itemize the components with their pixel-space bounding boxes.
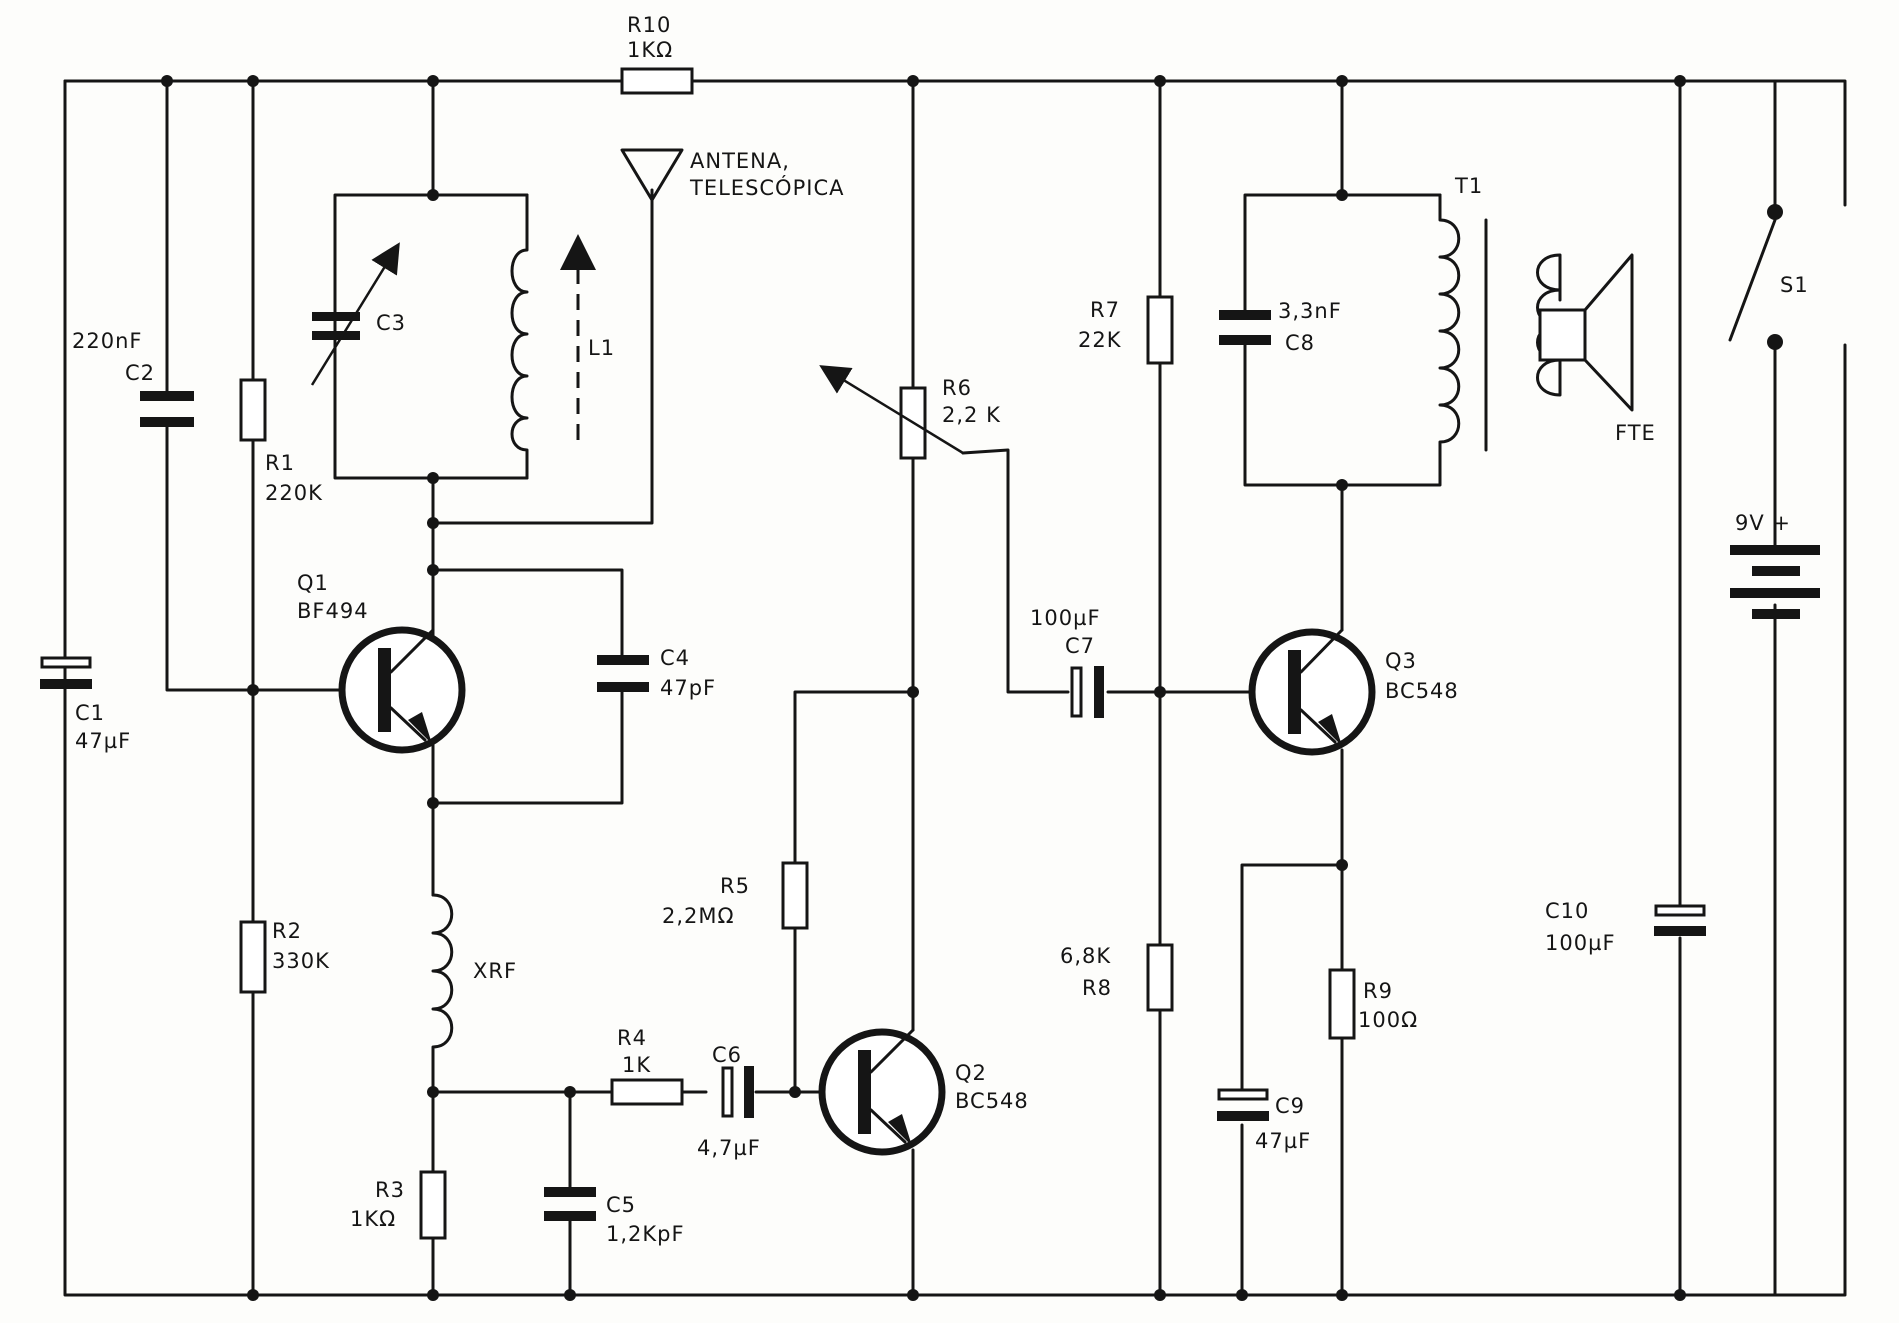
c10-label: C10 — [1545, 899, 1589, 923]
c4-label: C4 — [660, 646, 690, 670]
s1-switch — [1728, 79, 1783, 1297]
q3-emitter-wires — [1240, 748, 1344, 1297]
r7-resistor — [1146, 295, 1174, 365]
r10-value: 1KΩ — [627, 38, 673, 62]
c6-value: 4,7µF — [697, 1136, 761, 1160]
t1-primary-coil — [1340, 193, 1461, 487]
c1-capacitor — [40, 656, 92, 689]
speaker-icon — [1538, 253, 1634, 412]
r2-value: 330K — [272, 949, 330, 973]
r5-value: 2,2MΩ — [662, 904, 735, 928]
r2-resistor — [239, 920, 267, 994]
c6-capacitor — [721, 1066, 754, 1118]
r9-label: R9 — [1363, 979, 1393, 1003]
r4-resistor — [610, 1078, 684, 1106]
r5-label: R5 — [720, 874, 750, 898]
l1-coil — [510, 193, 529, 480]
r2-label: R2 — [272, 919, 302, 943]
r1-value: 220K — [265, 481, 323, 505]
q3-transistor — [1248, 628, 1376, 756]
q1-transistor — [338, 626, 466, 754]
r6-wiper-wire — [961, 448, 1254, 694]
r4-value: 1K — [622, 1053, 651, 1077]
c7-capacitor — [1070, 666, 1104, 718]
c9-capacitor — [1217, 1088, 1269, 1121]
c4-value: 47pF — [660, 676, 716, 700]
q3-type: BC548 — [1385, 679, 1459, 703]
c3-label: C3 — [376, 311, 406, 335]
junction-dots — [161, 75, 1686, 1301]
q3-label: Q3 — [1385, 649, 1417, 673]
c5-value: 1,2KpF — [606, 1222, 685, 1246]
t1-label: T1 — [1454, 174, 1483, 198]
r3-resistor — [419, 1170, 447, 1240]
c5-capacitor — [544, 1187, 596, 1221]
r10-resistor — [620, 67, 694, 95]
antenna-label: ANTENA, — [690, 149, 790, 173]
r6-value: 2,2 K — [942, 403, 1001, 427]
r1-label: R1 — [265, 451, 295, 475]
c7-label: C7 — [1065, 634, 1095, 658]
c8-capacitor — [1219, 310, 1271, 345]
r5-resistor — [781, 861, 809, 930]
battery-label: 9V + — [1735, 511, 1791, 535]
r8-value: 6,8K — [1060, 944, 1111, 968]
r8-label: R8 — [1082, 976, 1112, 1000]
c9-label: C9 — [1275, 1094, 1305, 1118]
c2-capacitor — [140, 391, 194, 427]
c10-capacitor — [1654, 904, 1706, 936]
s1-label: S1 — [1780, 273, 1809, 297]
c3-variable-capacitor — [310, 242, 400, 386]
r9-resistor — [1328, 968, 1356, 1040]
r4-c6-wires — [431, 1090, 797, 1297]
t1-wires — [1243, 79, 1442, 632]
c4-capacitor — [597, 655, 649, 692]
r7-value: 22K — [1078, 328, 1122, 352]
antenna-wire — [431, 188, 654, 525]
q2-type: BC548 — [955, 1089, 1029, 1113]
r8-resistor — [1146, 943, 1174, 1012]
r10-label: R10 — [627, 13, 671, 37]
r3-label: R3 — [375, 1178, 405, 1202]
c9-value: 47µF — [1255, 1129, 1311, 1153]
c1-label: C1 — [75, 701, 105, 725]
antenna-label-2: TELESCÓPICA — [689, 175, 844, 200]
q1-label: Q1 — [297, 571, 329, 595]
top-rail — [63, 79, 1847, 207]
q2-transistor — [818, 1028, 946, 1156]
c2-label: C2 — [125, 361, 155, 385]
c8-value: 3,3nF — [1278, 299, 1342, 323]
c6-label: C6 — [712, 1043, 742, 1067]
r7-label: R7 — [1090, 298, 1120, 322]
c5-label: C5 — [606, 1193, 636, 1217]
l1-label: L1 — [588, 336, 615, 360]
c10-value: 100µF — [1545, 931, 1616, 955]
c1-value: 47µF — [75, 729, 131, 753]
c2-value: 220nF — [72, 329, 142, 353]
q1-collector-wires — [431, 568, 624, 897]
c8-label: C8 — [1285, 331, 1315, 355]
r3-value: 1KΩ — [350, 1207, 396, 1231]
fte-label: FTE — [1615, 421, 1656, 445]
c7-value: 100µF — [1030, 606, 1101, 630]
r4-label: R4 — [617, 1026, 647, 1050]
r9-value: 100Ω — [1358, 1008, 1418, 1032]
battery-icon — [1730, 545, 1820, 619]
r6-label: R6 — [942, 376, 972, 400]
xrf-label: XRF — [473, 959, 517, 983]
r6-arrow — [819, 365, 964, 455]
r1-resistor — [239, 378, 267, 442]
q1-type: BF494 — [297, 599, 369, 623]
q2-wires — [793, 79, 915, 1297]
tank-wires — [333, 79, 529, 582]
antenna-icon — [620, 148, 684, 202]
q2-label: Q2 — [955, 1061, 987, 1085]
